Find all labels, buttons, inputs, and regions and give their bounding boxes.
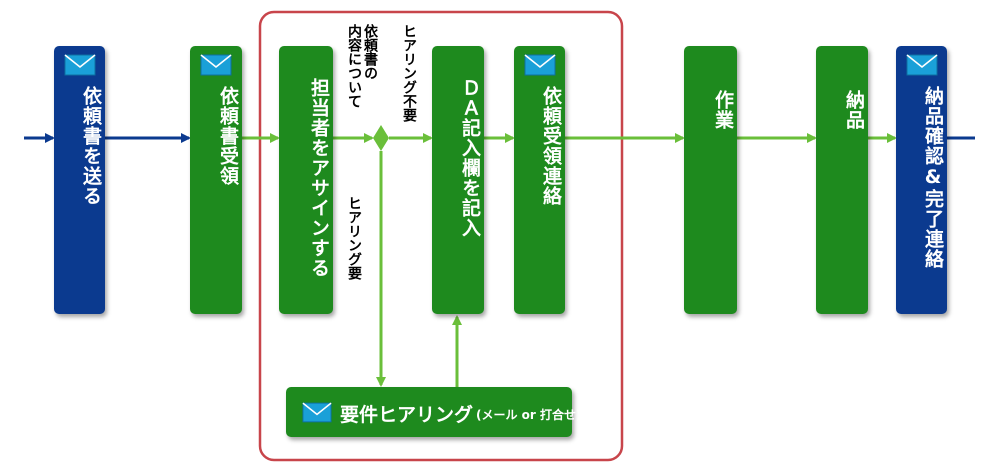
branch-diamond — [373, 125, 389, 151]
hearing-main-label: 要件ヒアリング — [340, 404, 474, 426]
mail-icon — [64, 54, 96, 76]
step-work: 作業 — [684, 46, 737, 314]
highlight-frame — [258, 10, 624, 462]
step-send: 依頼書を送る — [54, 46, 105, 314]
step-receive-label: 依頼書受領 — [217, 86, 239, 186]
step-da: ＤＡ記入欄を記入 — [432, 46, 484, 314]
step-notify: 依頼受領連絡 — [514, 46, 565, 314]
label-hearing-needed: ヒアリング要 — [346, 196, 362, 280]
mail-icon — [906, 54, 938, 76]
hearing-sub-label: (メール or 打合せ) — [476, 408, 582, 422]
hearing-box: 要件ヒアリング (メール or 打合せ) — [286, 387, 582, 437]
mail-icon — [302, 402, 332, 423]
step-receive: 依頼書受領 — [190, 46, 242, 314]
step-send-label: 依頼書を送る — [80, 86, 102, 206]
mail-icon — [524, 54, 556, 76]
step-confirm-label: 納品確認&完了連絡 — [922, 86, 944, 269]
step-work-label: 作業 — [712, 90, 734, 130]
label-about-request: 依頼書の 内容について — [346, 24, 378, 108]
step-da-label: ＤＡ記入欄を記入 — [459, 78, 481, 238]
step-deliver: 納品 — [816, 46, 868, 314]
step-confirm: 納品確認&完了連絡 — [896, 46, 947, 314]
step-assign: 担当者をアサインする — [279, 46, 333, 314]
step-notify-label: 依頼受領連絡 — [540, 86, 562, 206]
mail-icon — [200, 54, 232, 76]
label-no-hearing: ヒアリング不要 — [401, 24, 417, 122]
step-deliver-label: 納品 — [843, 90, 865, 130]
step-assign-label: 担当者をアサインする — [308, 78, 330, 278]
